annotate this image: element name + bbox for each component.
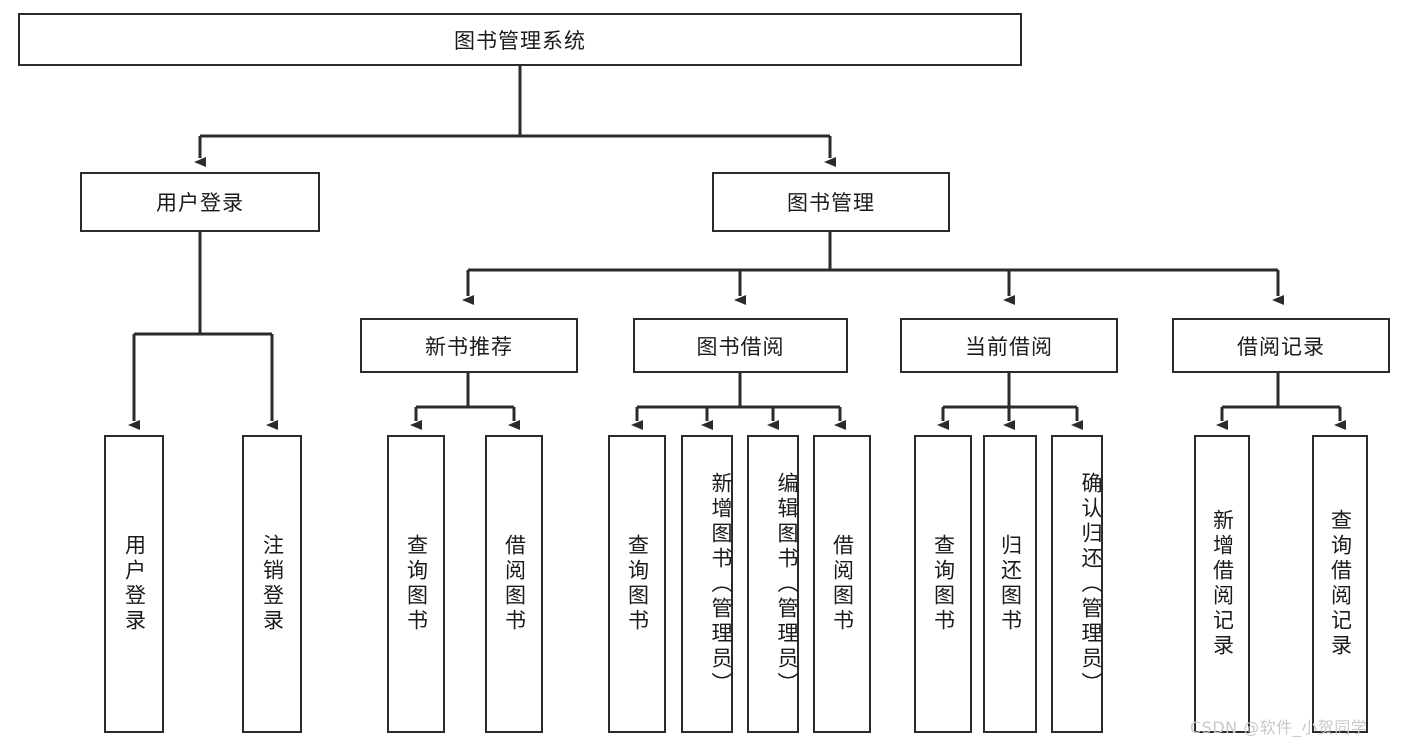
node-label: 当前借阅 bbox=[965, 334, 1053, 359]
leaf-current-borrow-query[interactable]: 查询图书 bbox=[914, 435, 972, 733]
node-label: 编辑图书（管理员） bbox=[775, 471, 799, 697]
node-new-book-recommend[interactable]: 新书推荐 bbox=[360, 318, 578, 373]
leaf-book-borrow-lend[interactable]: 借阅图书 bbox=[813, 435, 871, 733]
node-label: 借阅记录 bbox=[1237, 334, 1325, 359]
node-label: 图书管理系统 bbox=[454, 28, 586, 53]
node-label: 确认归还（管理员） bbox=[1079, 471, 1103, 697]
node-book-management[interactable]: 图书管理 bbox=[712, 172, 950, 232]
node-label: 图书借阅 bbox=[696, 334, 785, 359]
leaf-book-borrow-add[interactable]: 新增图书（管理员） bbox=[681, 435, 733, 733]
node-user-login[interactable]: 用户登录 bbox=[80, 172, 320, 232]
leaf-user-login-signout[interactable]: 注销登录 bbox=[242, 435, 302, 733]
node-current-borrow[interactable]: 当前借阅 bbox=[900, 318, 1118, 373]
node-book-borrow[interactable]: 图书借阅 bbox=[633, 318, 848, 373]
node-label: 归还图书 bbox=[998, 534, 1023, 634]
leaf-current-borrow-return[interactable]: 归还图书 bbox=[983, 435, 1037, 733]
node-label: 查询图书 bbox=[625, 534, 650, 634]
node-label: 借阅图书 bbox=[502, 534, 527, 634]
csdn-watermark: CSDN @软件_小贺同学 bbox=[1190, 718, 1368, 737]
node-label: 查询图书 bbox=[931, 534, 956, 634]
node-borrow-record[interactable]: 借阅记录 bbox=[1172, 318, 1390, 373]
node-label: 查询图书 bbox=[404, 534, 429, 634]
node-label: 用户登录 bbox=[122, 534, 147, 634]
node-label: 新增借阅记录 bbox=[1210, 509, 1235, 659]
leaf-borrow-record-query[interactable]: 查询借阅记录 bbox=[1312, 435, 1368, 733]
node-root-system[interactable]: 图书管理系统 bbox=[18, 13, 1022, 66]
node-label: 注销登录 bbox=[260, 534, 285, 634]
leaf-book-borrow-edit[interactable]: 编辑图书（管理员） bbox=[747, 435, 799, 733]
leaf-user-login-signin[interactable]: 用户登录 bbox=[104, 435, 164, 733]
node-label: 新书推荐 bbox=[425, 334, 513, 359]
node-label: 借阅图书 bbox=[830, 534, 855, 634]
leaf-current-borrow-confirm-return[interactable]: 确认归还（管理员） bbox=[1051, 435, 1103, 733]
leaf-borrow-record-add[interactable]: 新增借阅记录 bbox=[1194, 435, 1250, 733]
node-label: 查询借阅记录 bbox=[1328, 509, 1353, 659]
leaf-new-book-borrow[interactable]: 借阅图书 bbox=[485, 435, 543, 733]
leaf-book-borrow-query[interactable]: 查询图书 bbox=[608, 435, 666, 733]
node-label: 新增图书（管理员） bbox=[709, 471, 733, 697]
node-label: 用户登录 bbox=[156, 191, 244, 215]
leaf-new-book-query[interactable]: 查询图书 bbox=[387, 435, 445, 733]
node-label: 图书管理 bbox=[787, 191, 875, 215]
